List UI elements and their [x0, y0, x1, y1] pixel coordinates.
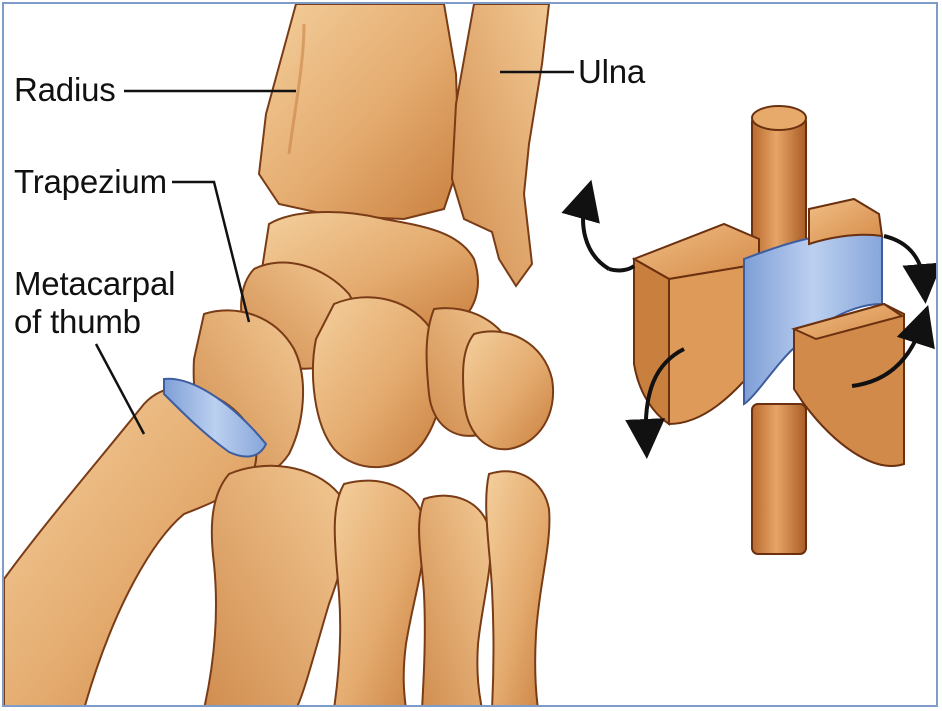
label-metacarpal-line2: of thumb — [14, 304, 141, 340]
trapezium-leader-line — [172, 182, 249, 322]
curved-double-arrow-icon — [583, 199, 609, 269]
label-radius: Radius — [14, 72, 116, 108]
label-metacarpal-line1: Metacarpal — [14, 266, 175, 302]
curved-double-arrow-icon — [884, 236, 924, 284]
metacarpal-leader-line — [96, 344, 144, 434]
radius-bone — [259, 4, 459, 219]
saddle-joint-model — [583, 106, 924, 554]
label-trapezium: Trapezium — [14, 164, 167, 200]
wrist-anatomy-illustration — [4, 4, 938, 707]
ulna-bone — [452, 4, 549, 286]
label-ulna: Ulna — [578, 54, 645, 90]
metacarpal-bones — [204, 466, 549, 707]
model-rod-lower — [752, 404, 806, 554]
